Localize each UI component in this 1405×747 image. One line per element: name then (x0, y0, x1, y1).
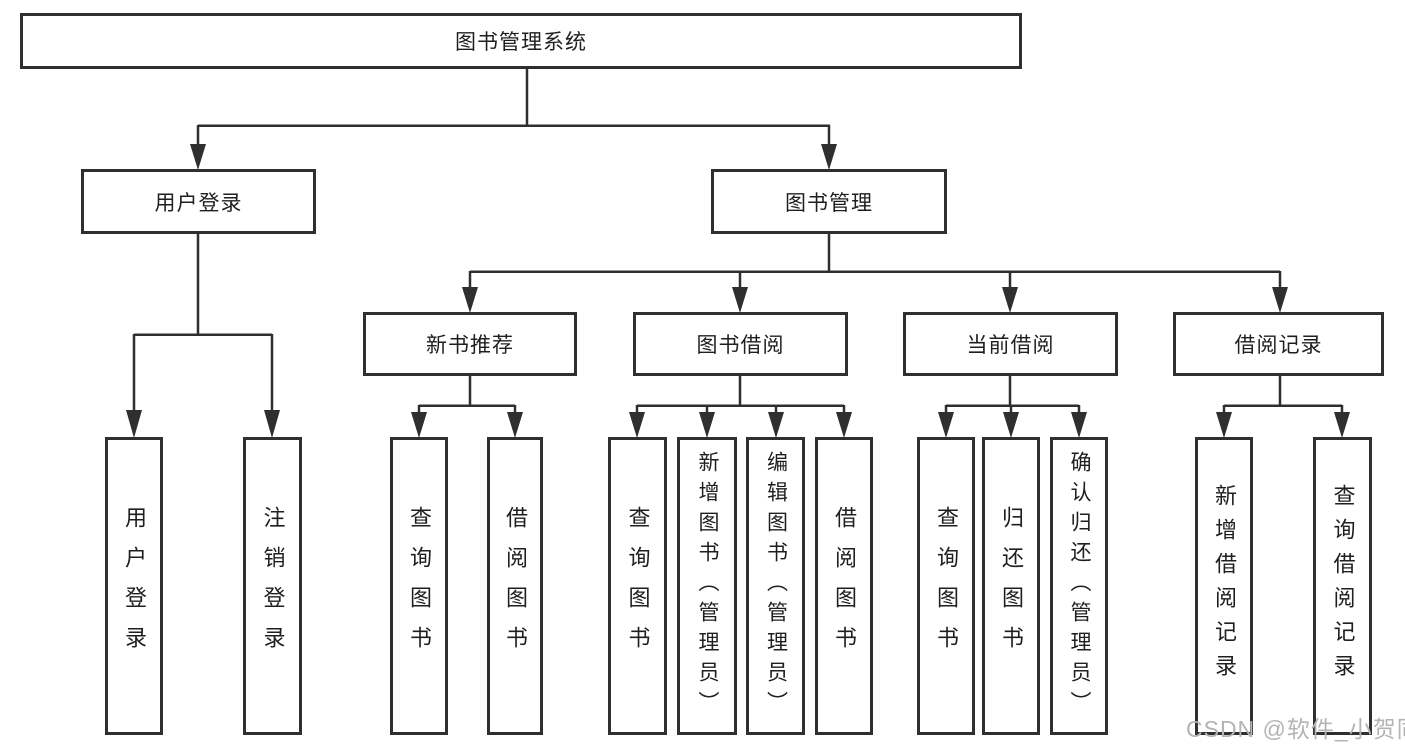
leaf-user-login: 用户登录 (105, 437, 163, 735)
leaf-label: 借阅图书 (832, 506, 857, 666)
leaf-query-books-current: 查询图书 (917, 437, 975, 735)
leaf-label: 查询图书 (625, 506, 651, 666)
connector-bookborrow-to-leaves (629, 376, 852, 438)
node-label: 新书推荐 (426, 334, 514, 357)
node-label: 图书管理 (785, 191, 873, 215)
leaf-label: 新增借阅记录 (1212, 484, 1237, 688)
leaf-logout: 注销登录 (243, 437, 302, 735)
leaf-query-borrow-record: 查询借阅记录 (1313, 437, 1372, 735)
node-new-book-recommendation: 新书推荐 (363, 312, 577, 376)
node-label: 当前借阅 (966, 334, 1055, 357)
leaf-label: 新增图书（管理员） (696, 451, 719, 721)
leaf-query-books-recommend: 查询图书 (390, 437, 448, 735)
leaf-label: 查询借阅记录 (1330, 484, 1356, 688)
csdn-watermark: CSDN @软件_小贺同学 (1186, 716, 1405, 742)
leaf-label: 用户登录 (122, 506, 147, 666)
connector-root-to-level2 (190, 69, 837, 170)
node-user-login: 用户登录 (81, 169, 316, 234)
leaf-label: 确认归还（管理员） (1068, 451, 1091, 721)
connector-userlogin-to-leaves (126, 234, 280, 438)
node-book-borrowing: 图书借阅 (633, 312, 848, 376)
connector-records-to-leaves (1216, 376, 1350, 438)
node-label: 用户登录 (154, 191, 243, 215)
leaf-return-books: 归还图书 (982, 437, 1040, 735)
leaf-confirm-return-admin: 确认归还（管理员） (1050, 437, 1108, 735)
leaf-add-borrow-record: 新增借阅记录 (1195, 437, 1253, 735)
leaf-label: 查询图书 (934, 506, 959, 666)
leaf-borrow-books: 借阅图书 (815, 437, 873, 735)
node-book-management: 图书管理 (711, 169, 947, 234)
node-label: 借阅记录 (1234, 334, 1323, 357)
leaf-borrow-books-recommend: 借阅图书 (487, 437, 543, 735)
leaf-label: 查询图书 (407, 506, 432, 666)
connector-currentborrow-to-leaves (938, 376, 1087, 438)
leaf-label: 注销登录 (260, 506, 286, 666)
leaf-add-books-admin: 新增图书（管理员） (677, 437, 737, 735)
leaf-label: 借阅图书 (503, 506, 528, 666)
leaf-edit-books-admin: 编辑图书（管理员） (746, 437, 805, 735)
node-current-borrowing: 当前借阅 (903, 312, 1118, 376)
leaf-query-books-borrow: 查询图书 (608, 437, 667, 735)
node-library-system: 图书管理系统 (20, 13, 1022, 69)
leaf-label: 归还图书 (999, 506, 1024, 666)
connector-bookmgmt-to-level3 (462, 234, 1288, 313)
node-label: 图书管理系统 (455, 31, 587, 54)
connector-newbook-to-leaves (411, 376, 523, 438)
leaf-label: 编辑图书（管理员） (764, 451, 788, 721)
node-label: 图书借阅 (696, 334, 785, 357)
node-borrowing-records: 借阅记录 (1173, 312, 1384, 376)
